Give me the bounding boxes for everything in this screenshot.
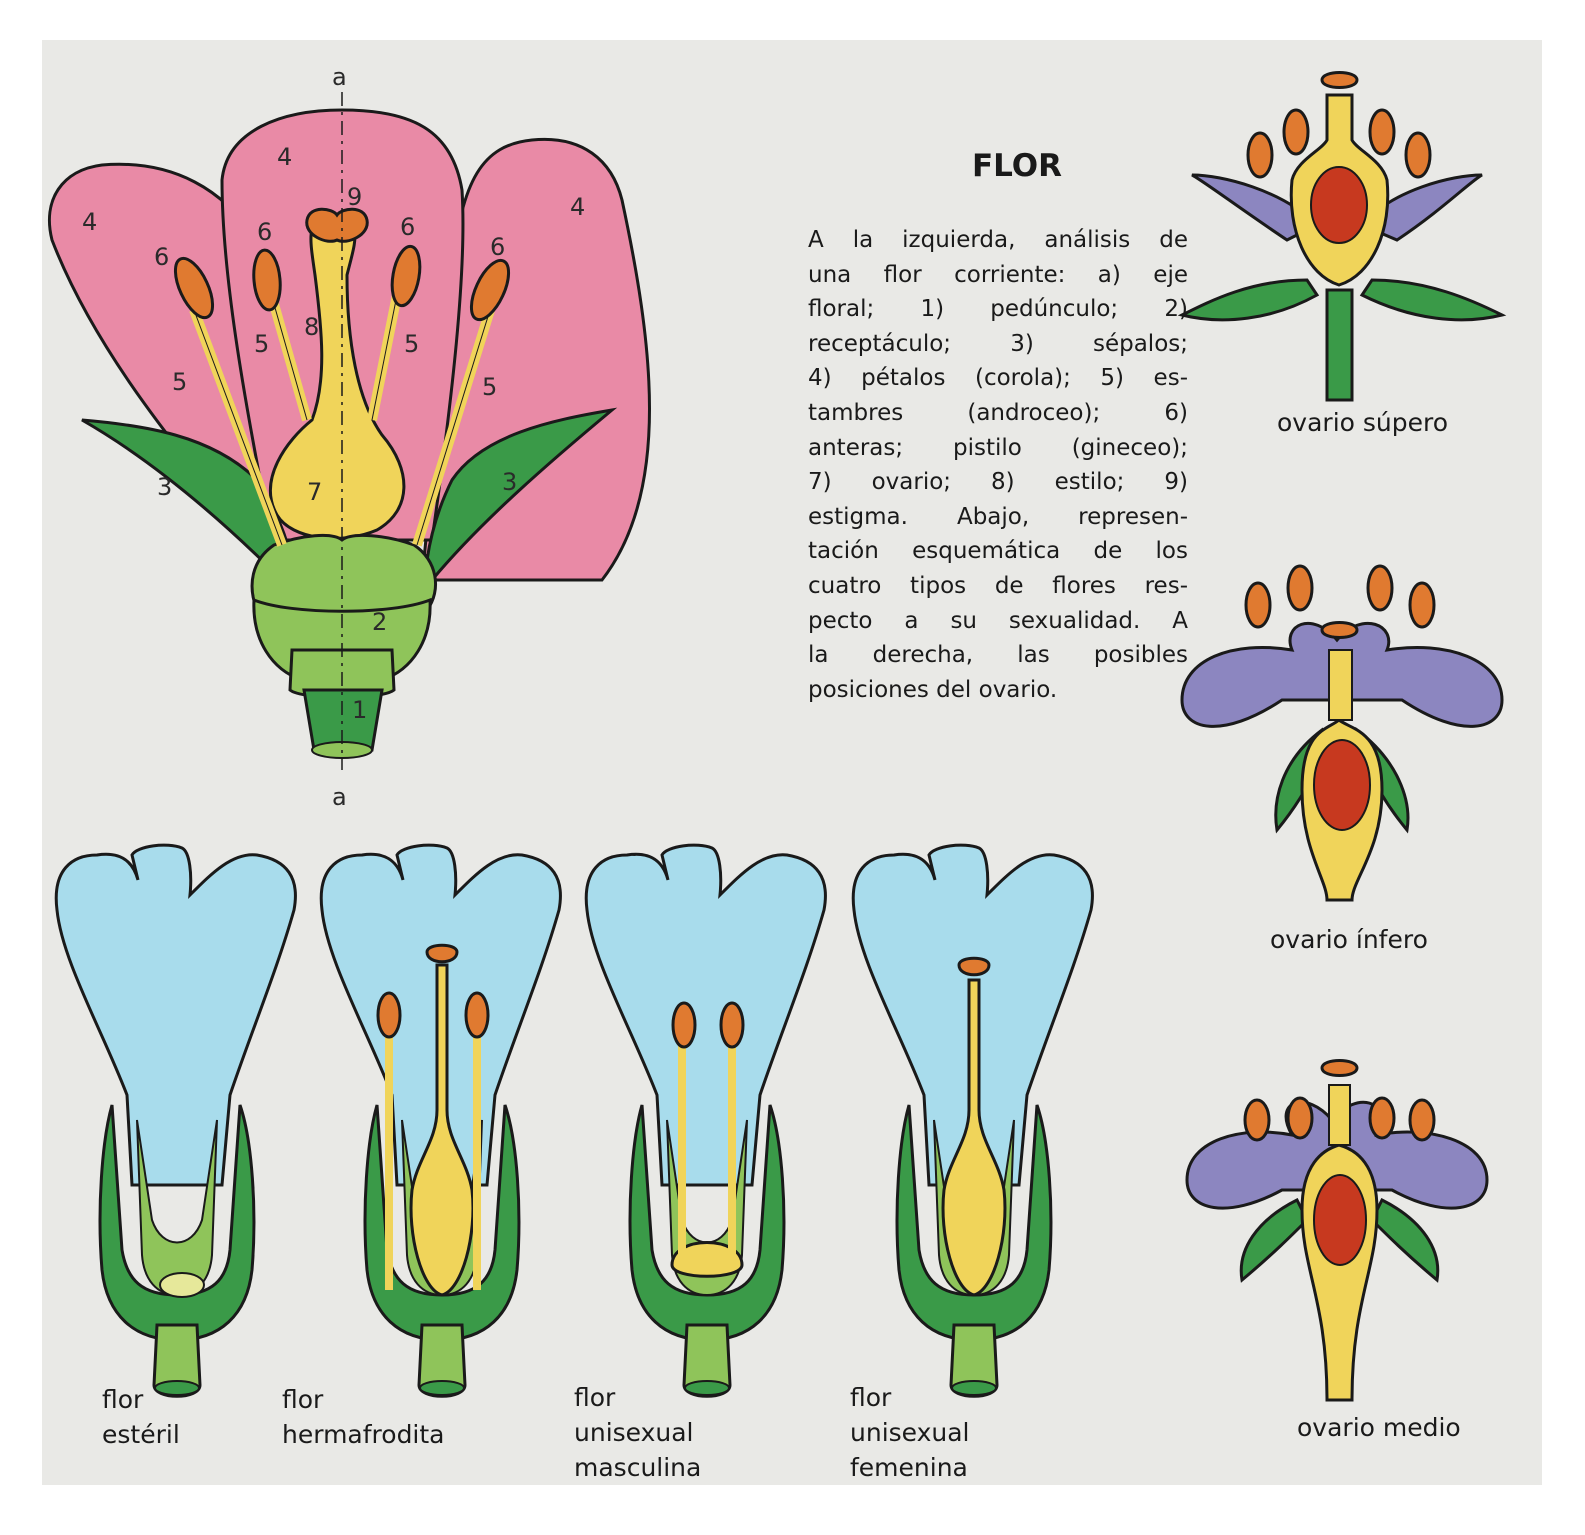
label-stigma: 9: [347, 183, 362, 211]
caption-line: flor: [574, 1380, 701, 1415]
caption-flor-hermafrodita: flor hermafrodita: [282, 1382, 445, 1452]
label-stamen-1: 5: [172, 368, 187, 396]
description-line: cuatro tipos de flores res-: [808, 569, 1188, 604]
caption-line: hermafrodita: [282, 1417, 445, 1452]
caption-line: unisexual: [574, 1415, 701, 1450]
flower-femenina-diagram: [853, 845, 1092, 1396]
label-ovary: 7: [307, 478, 322, 506]
ovary-supero-diagram: [1182, 73, 1502, 401]
caption-line: masculina: [574, 1450, 701, 1485]
label-anther-3: 6: [400, 213, 415, 241]
description-line: pecto a su sexualidad. A: [808, 604, 1188, 639]
caption-line: flor: [282, 1382, 445, 1417]
description-text: A la izquierda, análisis de una flor cor…: [808, 223, 1188, 707]
description-line: 4) pétalos (corola); 5) es-: [808, 361, 1188, 396]
label-stamen-3: 5: [404, 330, 419, 358]
caption-line: unisexual: [850, 1415, 970, 1450]
flower-esteril-diagram: [56, 845, 295, 1396]
illustration-page: a a 1 2 3 3 4 4 4 5 5 5 5 6 6 6 6 7 8 9: [42, 40, 1542, 1485]
caption-line: flor: [102, 1382, 180, 1417]
caption-line: flor: [850, 1380, 970, 1415]
caption-ovario-supero: ovario súpero: [1277, 405, 1448, 440]
label-stamen-2: 5: [254, 330, 269, 358]
page-title: FLOR: [922, 148, 1112, 184]
description-line: tación esquemática de los: [808, 534, 1188, 569]
label-receptacle: 2: [372, 608, 387, 636]
caption-ovario-infero: ovario ínfero: [1270, 922, 1428, 957]
caption-line: estéril: [102, 1417, 180, 1452]
label-anther-1: 6: [154, 243, 169, 271]
label-petal-center: 4: [277, 143, 292, 171]
description-line: tambres (androceo); 6): [808, 396, 1188, 431]
label-style: 8: [304, 313, 319, 341]
label-petal-right: 4: [570, 193, 585, 221]
label-anther-4: 6: [490, 233, 505, 261]
ovary-medio-diagram: [1187, 1061, 1487, 1401]
label-anther-2: 6: [257, 218, 272, 246]
caption-flor-femenina: flor unisexual femenina: [850, 1380, 970, 1485]
caption-flor-masculina: flor unisexual masculina: [574, 1380, 701, 1485]
label-peduncle: 1: [352, 696, 367, 724]
caption-flor-esteril: flor estéril: [102, 1382, 180, 1452]
flower-illustration: a a 1 2 3 3 4 4 4 5 5 5 5 6 6 6 6 7 8 9: [42, 40, 1542, 1485]
axis-label-top: a: [332, 63, 347, 91]
description-line: A la izquierda, análisis de: [808, 223, 1188, 258]
caption-ovario-medio: ovario medio: [1297, 1410, 1461, 1445]
flower-masculina-diagram: [586, 845, 825, 1396]
flower-hermafrodita-diagram: [321, 845, 560, 1396]
label-petal-left: 4: [82, 208, 97, 236]
label-sepal-left: 3: [157, 473, 172, 501]
axis-label-bottom: a: [332, 783, 347, 811]
ovary-infero-diagram: [1182, 566, 1502, 900]
label-sepal-right: 3: [502, 468, 517, 496]
description-line: la derecha, las posibles: [808, 638, 1188, 673]
description-line: anteras; pistilo (gineceo);: [808, 431, 1188, 466]
description-line: receptáculo; 3) sépalos;: [808, 327, 1188, 362]
description-line: estigma. Abajo, represen-: [808, 500, 1188, 535]
description-line: floral; 1) pedúnculo; 2): [808, 292, 1188, 327]
caption-line: femenina: [850, 1450, 970, 1485]
description-line: 7) ovario; 8) estilo; 9): [808, 465, 1188, 500]
description-line: una flor corriente: a) eje: [808, 258, 1188, 293]
description-line: posiciones del ovario.: [808, 673, 1188, 708]
label-stamen-4: 5: [482, 373, 497, 401]
